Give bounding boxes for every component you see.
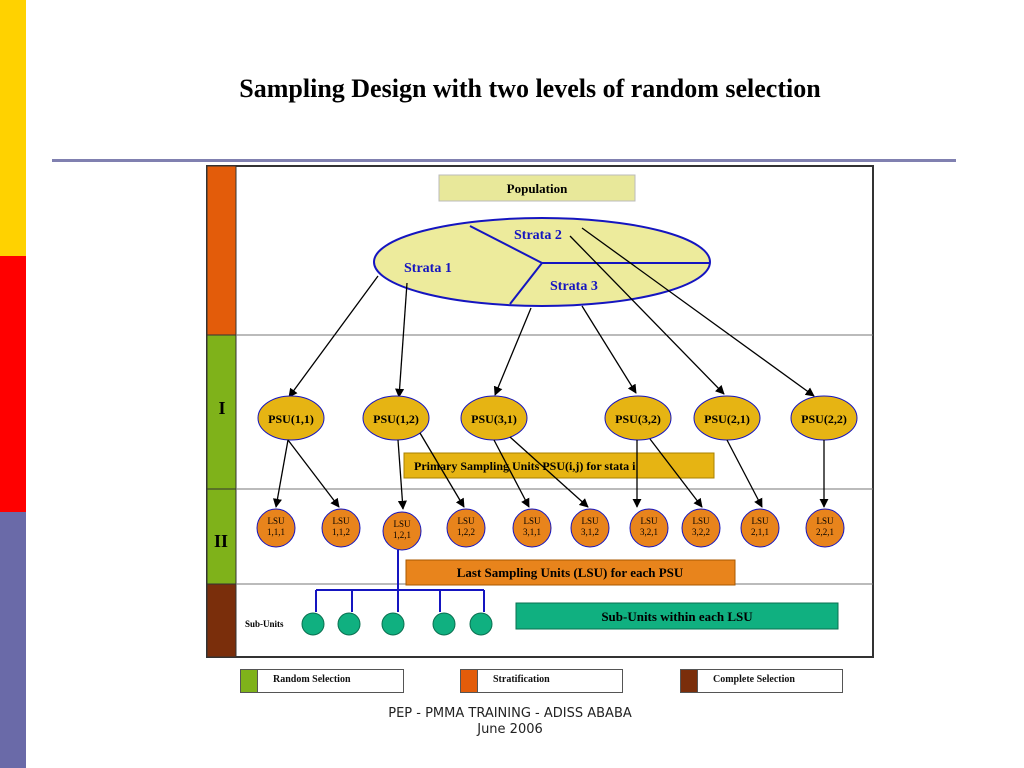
- lsu-label-bottom: 2,1,1: [751, 527, 769, 537]
- footer-line-1: PEP - PMMA TRAINING - ADISS ABABA: [388, 706, 632, 721]
- band-level-I: [206, 334, 237, 490]
- lsu-node: [446, 508, 486, 548]
- strata-1-label: Strata 1: [404, 261, 452, 276]
- footer: PEP - PMMA TRAINING - ADISS ABABA June 2…: [320, 706, 700, 738]
- lsu-label-bottom: 3,1,2: [581, 527, 599, 537]
- lsu-label-top: LSU: [751, 516, 769, 526]
- subunit-node: [301, 612, 325, 636]
- population-box: [438, 174, 636, 202]
- lsu-node: [570, 508, 610, 548]
- lsu-label-bottom: 2,2,1: [816, 527, 834, 537]
- lsu-label-bottom: 1,2,1: [393, 530, 411, 540]
- strata-3-label: Strata 3: [550, 279, 598, 294]
- lsu-label-top: LSU: [457, 516, 475, 526]
- title-divider: [52, 159, 956, 162]
- psu-node: [362, 395, 430, 441]
- strata-divider-a: [469, 225, 543, 264]
- psu-label: PSU(2,2): [801, 412, 847, 426]
- slide-title: Sampling Design with two levels of rando…: [239, 74, 821, 103]
- strata-2-label: Strata 2: [514, 228, 562, 243]
- lsu-node: [805, 508, 845, 548]
- footer-line-2: June 2006: [477, 722, 543, 737]
- psu-label: PSU(2,1): [704, 412, 750, 426]
- lsu-node: [382, 511, 422, 551]
- subunits-caption-box: [515, 602, 839, 630]
- left-bar-blue: [0, 512, 26, 768]
- lsu-node: [256, 508, 296, 548]
- psu-caption: Primary Sampling Units PSU(i,j) for stat…: [414, 459, 636, 473]
- lsu-label-bottom: 1,1,1: [267, 527, 285, 537]
- psu-node: [257, 395, 325, 441]
- legend-label: Complete Selection: [713, 674, 795, 685]
- band-complete: [206, 583, 237, 658]
- lsu-label-top: LSU: [640, 516, 658, 526]
- lsu-label-top: LSU: [581, 516, 599, 526]
- lsu-caption: Last Sampling Units (LSU) for each PSU: [457, 565, 684, 580]
- band-level-II: [206, 488, 237, 585]
- subunit-tree: [315, 550, 485, 612]
- lsu-label-top: LSU: [816, 516, 834, 526]
- legend-random-selection: Random Selection: [240, 669, 404, 693]
- lsu-node: [740, 508, 780, 548]
- lsu-label-bottom: 3,2,2: [692, 527, 710, 537]
- psu-node: [604, 395, 672, 441]
- lsu-label-top: LSU: [393, 519, 411, 529]
- lsu-label-top: LSU: [692, 516, 710, 526]
- psu-to-lsu-arrows: [272, 432, 829, 510]
- lsu-label-top: LSU: [332, 516, 350, 526]
- level-label-II: II: [214, 531, 228, 551]
- lsu-node: [512, 508, 552, 548]
- legend-swatch: [681, 670, 698, 692]
- level-label-I: I: [218, 398, 225, 418]
- lsu-node: [681, 508, 721, 548]
- psu-label: PSU(3,1): [471, 412, 517, 426]
- legend-label: Random Selection: [273, 674, 351, 685]
- subunit-node: [432, 612, 456, 636]
- psu-label: PSU(1,1): [268, 412, 314, 426]
- legend-swatch: [241, 670, 258, 692]
- legend-stratification: Stratification: [460, 669, 623, 693]
- lsu-label-bottom: 1,1,2: [332, 527, 350, 537]
- left-bar-red: [0, 256, 26, 512]
- strata-to-psu-arrows: [288, 227, 815, 398]
- lsu-group: LSU 1,1,1 LSU 1,1,2 LSU 1,2,1 LSU 1,2,2 …: [256, 508, 845, 551]
- subunits-label: Sub-Units: [245, 619, 284, 629]
- lsu-label-bottom: 3,1,1: [523, 527, 541, 537]
- population-label: Population: [507, 181, 568, 196]
- legend-swatch: [461, 670, 478, 692]
- subunit-node: [381, 612, 405, 636]
- subunit-node: [337, 612, 361, 636]
- psu-label: PSU(3,2): [615, 412, 661, 426]
- band-stratification: [206, 165, 237, 336]
- subunit-node: [469, 612, 493, 636]
- lsu-label-bottom: 3,2,1: [640, 527, 658, 537]
- lsu-label-top: LSU: [267, 516, 285, 526]
- lsu-caption-box: [405, 559, 736, 586]
- strata-divider-c: [509, 262, 543, 305]
- subunits-caption: Sub-Units within each LSU: [601, 609, 753, 624]
- lsu-node: [321, 508, 361, 548]
- subunit-nodes: [301, 612, 493, 636]
- left-bar-yellow: [0, 0, 26, 256]
- lsu-label-bottom: 1,2,2: [457, 527, 475, 537]
- legend-complete-selection: Complete Selection: [680, 669, 843, 693]
- legend-label: Stratification: [493, 674, 550, 685]
- lsu-label-top: LSU: [523, 516, 541, 526]
- psu-label: PSU(1,2): [373, 412, 419, 426]
- psu-caption-box: [403, 452, 715, 479]
- lsu-node: [629, 508, 669, 548]
- psu-group: PSU(1,1) PSU(1,2) PSU(3,1) PSU(3,2) PSU(…: [257, 395, 858, 441]
